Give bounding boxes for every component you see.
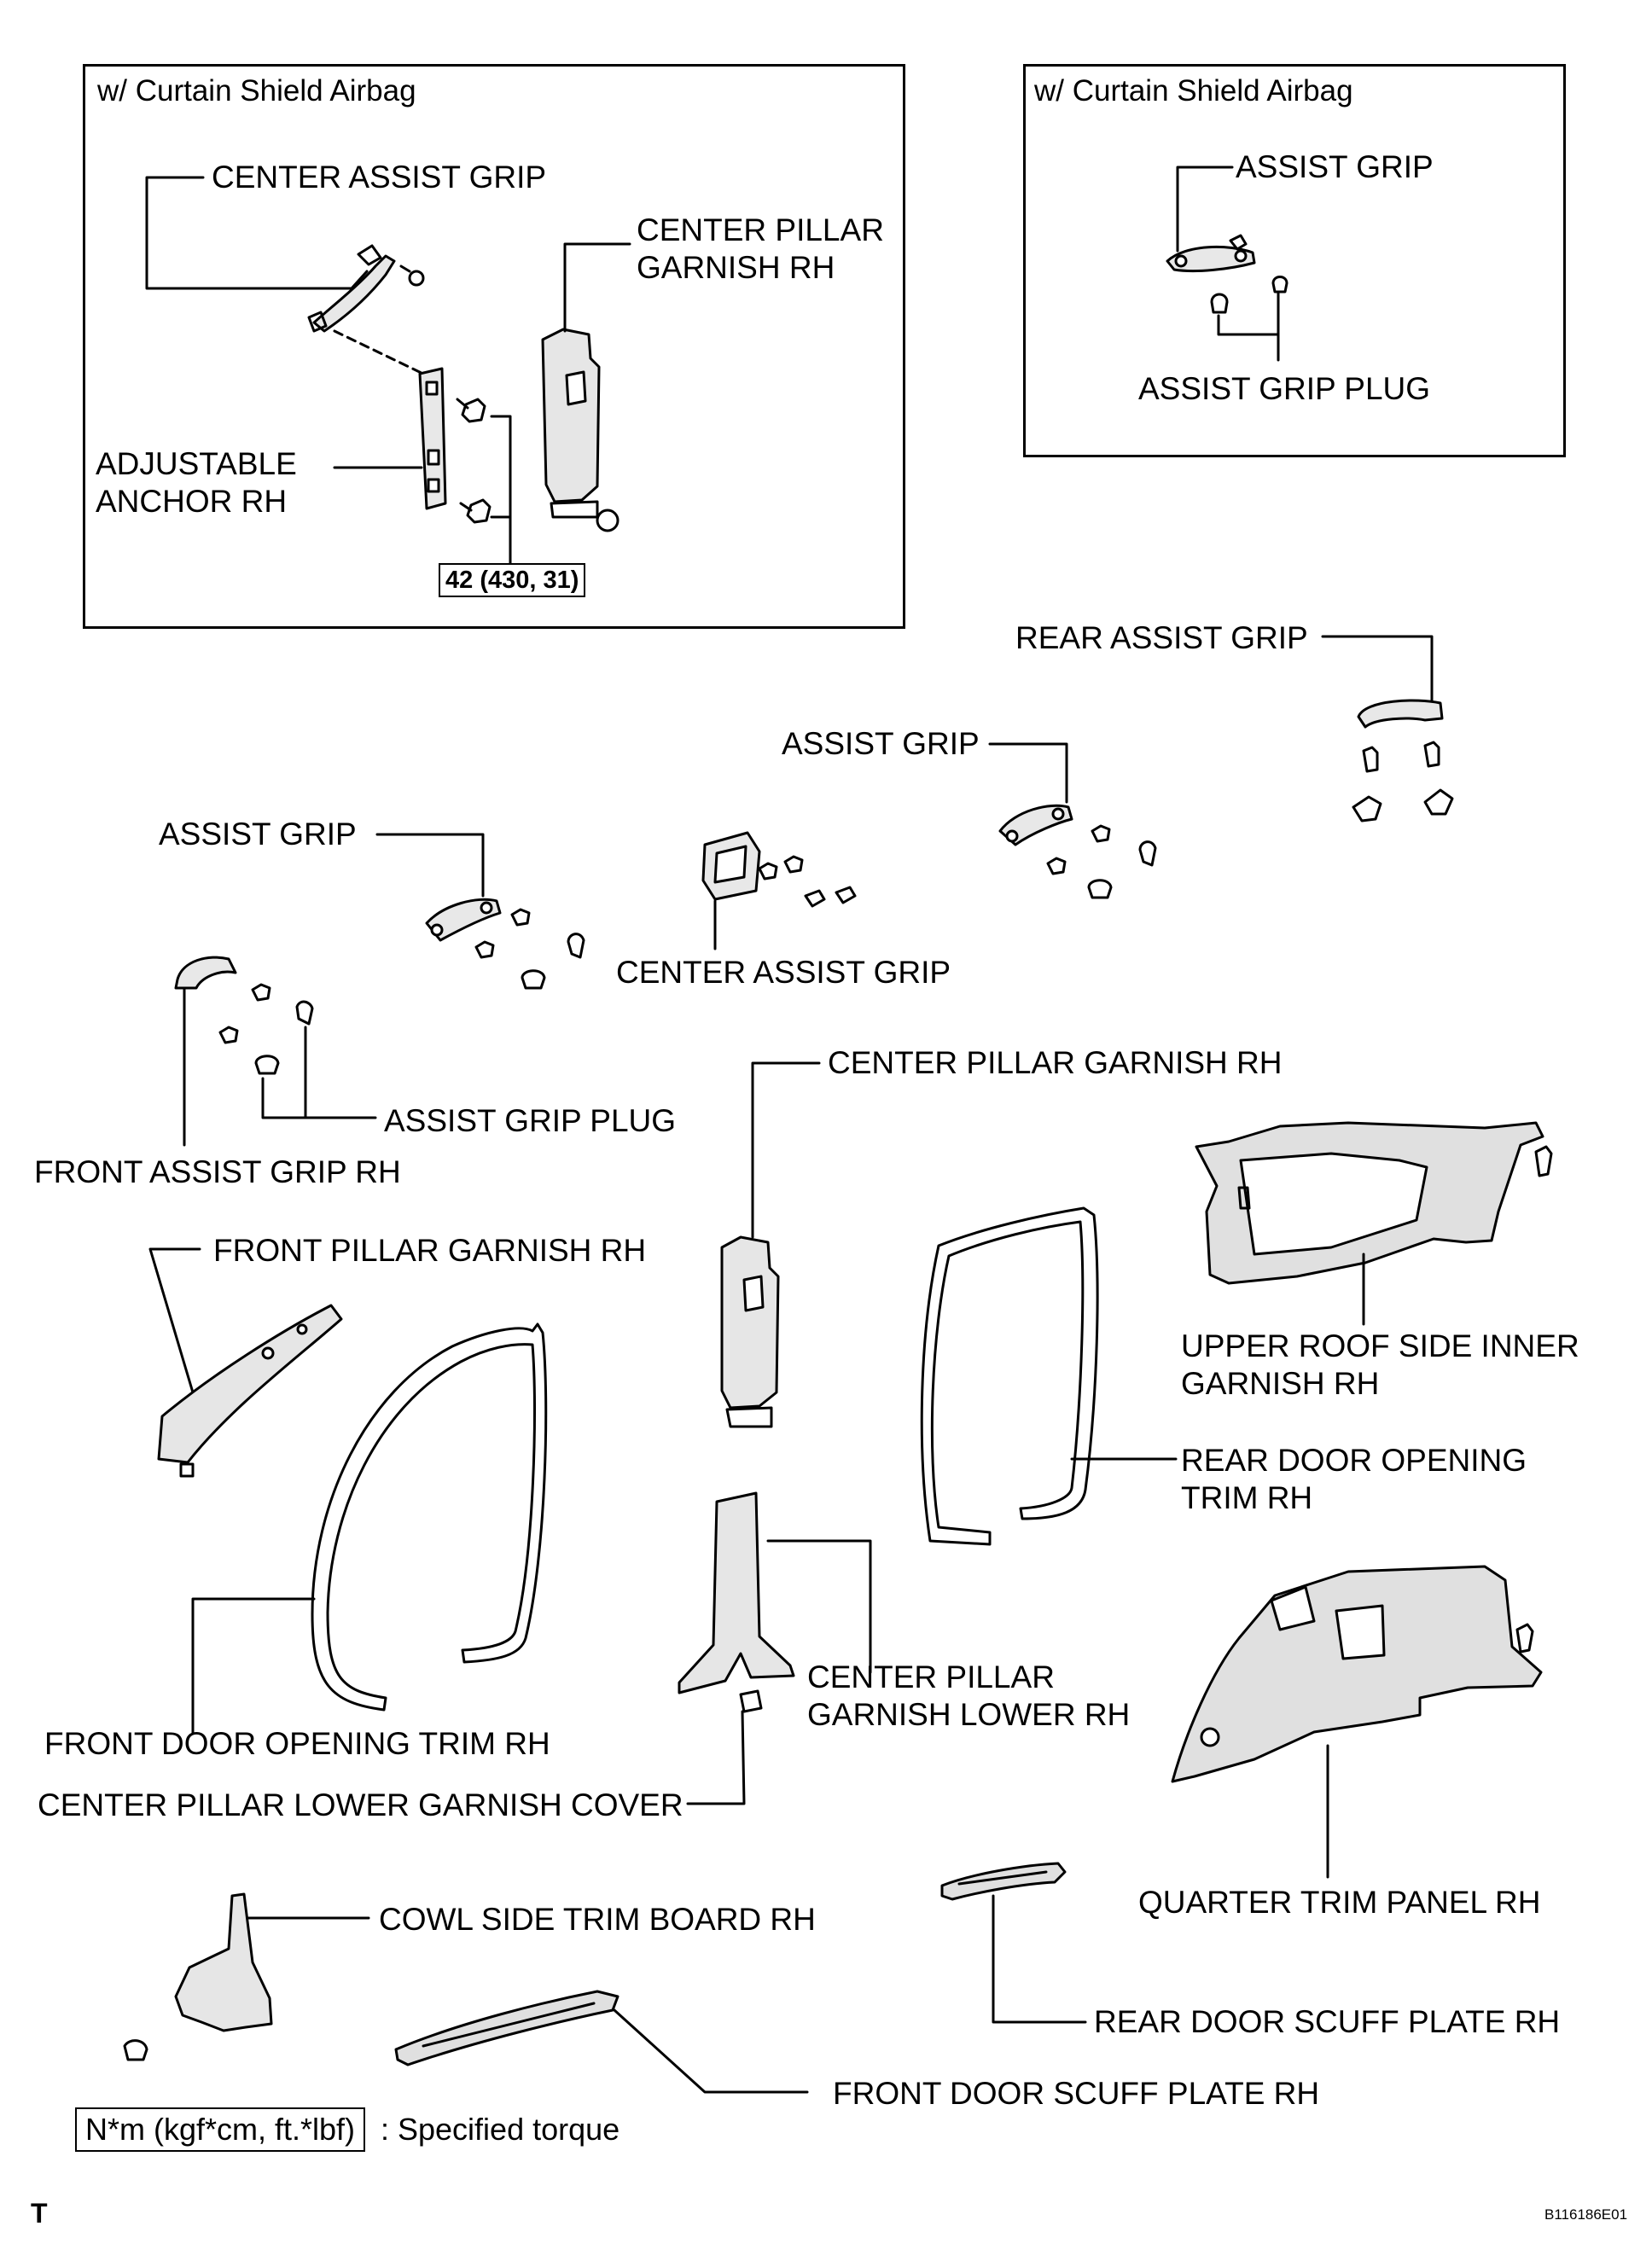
- leader-center-pillar-lower-cover: [686, 1710, 746, 1805]
- leader-center-pillar-garnish: [751, 1061, 821, 1239]
- rear-assist-grip-part: [1352, 699, 1454, 822]
- assist-grip-mid-part: [998, 804, 1157, 899]
- center-pillar-lower-cover-label: CENTER PILLAR LOWER GARNISH COVER: [38, 1787, 683, 1822]
- front-assist-grip-part: [174, 956, 314, 1075]
- inset-right-title: w/ Curtain Shield Airbag: [1034, 74, 1353, 108]
- leader-rear-assist-grip: [1321, 635, 1434, 710]
- inset-box-left: [83, 64, 905, 629]
- rear-door-opening-label-2: TRIM RH: [1181, 1480, 1313, 1515]
- inset-box-right: [1023, 64, 1566, 457]
- upper-roof-side-inner-garnish-part: [1195, 1121, 1553, 1285]
- inset-assist-grip-part: [1166, 234, 1288, 314]
- inset-assist-grip-plug-label: ASSIST GRIP PLUG: [1138, 371, 1431, 406]
- center-assist-grip-mid-part: [701, 831, 857, 908]
- inset-center-pillar-garnish-label-1: CENTER PILLAR: [637, 212, 884, 247]
- assist-grip-left-part: [425, 898, 585, 990]
- legend-text: : Specified torque: [381, 2112, 620, 2147]
- dashed-guide: [333, 329, 428, 377]
- adjustable-anchor-label-2: ANCHOR RH: [96, 484, 288, 519]
- inset-left-title: w/ Curtain Shield Airbag: [97, 74, 416, 108]
- center-pillar-garnish-part: [720, 1235, 780, 1428]
- assist-grip-plug-label: ASSIST GRIP PLUG: [384, 1103, 677, 1138]
- legend-unit-box: N*m (kgf*cm, ft.*lbf): [75, 2107, 366, 2152]
- leader-front-pillar-garnish: [148, 1247, 201, 1394]
- inset-assist-grip-label: ASSIST GRIP: [1236, 149, 1434, 184]
- adjustable-anchor-label-1: ADJUSTABLE: [96, 446, 297, 481]
- adjustable-anchor-part: [418, 367, 447, 510]
- leader-assist-grip-plug: [261, 1077, 377, 1119]
- inset-bolts: [456, 398, 492, 524]
- inset-center-assist-grip-part: [307, 244, 425, 333]
- leader-assist-grip-mid: [988, 742, 1068, 804]
- figure-id: B116186E01: [1544, 2206, 1628, 2223]
- leader-torque: [490, 415, 512, 565]
- footer-left-code: T: [31, 2198, 48, 2229]
- front-assist-grip-label: FRONT ASSIST GRIP RH: [34, 1154, 401, 1189]
- center-pillar-lower-label-1: CENTER PILLAR: [807, 1659, 1055, 1694]
- upper-roof-label-1: UPPER ROOF SIDE INNER: [1181, 1328, 1579, 1363]
- rear-door-opening-trim-part: [920, 1206, 1099, 1546]
- front-door-scuff-label: FRONT DOOR SCUFF PLATE RH: [833, 2076, 1320, 2111]
- front-door-opening-trim-part: [311, 1322, 548, 1712]
- inset-center-pillar-garnish-part: [541, 328, 620, 532]
- leader-inset-assist-grip: [1176, 166, 1234, 253]
- leader-rear-door-scuff: [992, 1894, 1087, 2024]
- center-pillar-garnish-label: CENTER PILLAR GARNISH RH: [828, 1045, 1283, 1080]
- front-pillar-garnish-label: FRONT PILLAR GARNISH RH: [213, 1233, 647, 1268]
- leader-inset-assist-grip-plug: [1217, 292, 1280, 336]
- inset-center-pillar-garnish-label-2: GARNISH RH: [637, 250, 835, 285]
- rear-door-scuff-label: REAR DOOR SCUFF PLATE RH: [1094, 2004, 1561, 2039]
- front-door-scuff-plate-part: [394, 1990, 620, 2066]
- cowl-side-trim-board-part: [123, 1892, 273, 2061]
- center-assist-grip-label: CENTER ASSIST GRIP: [616, 955, 951, 990]
- center-pillar-lower-label-2: GARNISH LOWER RH: [807, 1697, 1131, 1732]
- quarter-trim-label: QUARTER TRIM PANEL RH: [1138, 1885, 1541, 1920]
- leader-inset-center-pillar-garnish: [563, 242, 631, 333]
- cowl-side-label: COWL SIDE TRIM BOARD RH: [379, 1902, 816, 1937]
- leader-center-pillar-lower: [766, 1539, 872, 1674]
- leader-front-door-scuff: [613, 2008, 809, 2094]
- torque-value: 42 (430, 31): [439, 563, 586, 597]
- assist-grip-mid-label: ASSIST GRIP: [782, 726, 980, 761]
- leader-assist-grip-left: [375, 833, 485, 898]
- rear-door-scuff-plate-part: [940, 1862, 1067, 1901]
- leader-inset-center-assist-grip: [145, 176, 369, 290]
- quarter-trim-panel-part: [1171, 1565, 1543, 1783]
- assist-grip-left-label: ASSIST GRIP: [159, 817, 357, 852]
- rear-door-opening-label-1: REAR DOOR OPENING: [1181, 1443, 1527, 1478]
- leader-front-door-opening: [191, 1597, 316, 1735]
- center-pillar-garnish-lower-part: [678, 1491, 795, 1713]
- rear-assist-grip-label: REAR ASSIST GRIP: [1015, 620, 1308, 655]
- upper-roof-label-2: GARNISH RH: [1181, 1366, 1380, 1401]
- front-pillar-garnish-part: [157, 1304, 343, 1478]
- inset-center-assist-grip-label: CENTER ASSIST GRIP: [212, 160, 547, 195]
- front-door-opening-label: FRONT DOOR OPENING TRIM RH: [44, 1726, 550, 1761]
